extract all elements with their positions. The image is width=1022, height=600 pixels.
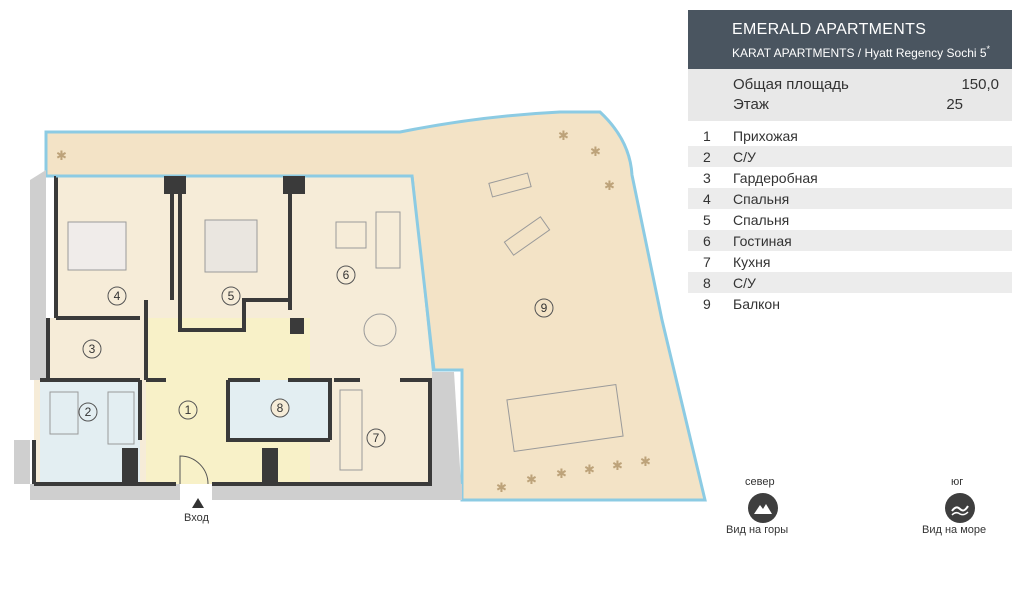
svg-text:✱: ✱ [584,463,595,478]
svg-text:✱: ✱ [612,459,623,474]
svg-text:✱: ✱ [640,455,651,470]
svg-text:✱: ✱ [590,145,601,160]
furniture [49,172,624,471]
svg-text:✱: ✱ [556,467,567,482]
north-label: север [745,476,775,488]
page-title: EMERALD APARTMENTS [732,21,927,38]
south-label: юг [951,476,964,488]
column-5 [262,448,278,484]
summary-panel: Общая площадь 150,0 Этаж 25 [688,69,1012,121]
walls [32,176,432,486]
mountain-view-icon[interactable] [748,493,778,523]
north-caption: Вид на горы [726,524,789,536]
svg-text:✱: ✱ [526,473,537,488]
floor-label: Этаж [733,96,769,113]
column-4 [122,448,138,484]
floor-plan: ✱ ✱ ✱ ✱ ✱ ✱ ✱ ✱ ✱ ✱ [14,110,707,508]
svg-text:✱: ✱ [56,149,67,164]
outer-wall-left [30,170,46,380]
column-2 [283,176,305,194]
svg-text:✱: ✱ [558,129,569,144]
outer-wall-bottom-right [212,484,462,500]
svg-text:✱: ✱ [496,481,507,496]
svg-text:✱: ✱ [604,179,615,194]
bath-8-floor [230,380,328,440]
entry-door [179,455,209,485]
south-caption: Вид на море [922,524,987,536]
column-1 [164,176,186,194]
balcony-area [44,110,707,502]
floor-value: 25 [946,96,963,113]
area-value: 150,0 [961,76,999,93]
entry-arrow-icon [192,498,204,508]
outer-wall-right [432,372,462,500]
page-subtitle: KARAT APARTMENTS / Hyatt Regency Sochi 5… [732,44,991,60]
header-panel: EMERALD APARTMENTS KARAT APARTMENTS / Hy… [688,10,1012,69]
entry-label: Вход [184,512,209,524]
balcony-plants: ✱ ✱ ✱ ✱ ✱ ✱ ✱ ✱ ✱ ✱ [56,129,651,496]
sea-view-icon[interactable] [945,493,975,523]
area-label: Общая площадь [733,76,849,93]
column-3 [290,318,304,334]
